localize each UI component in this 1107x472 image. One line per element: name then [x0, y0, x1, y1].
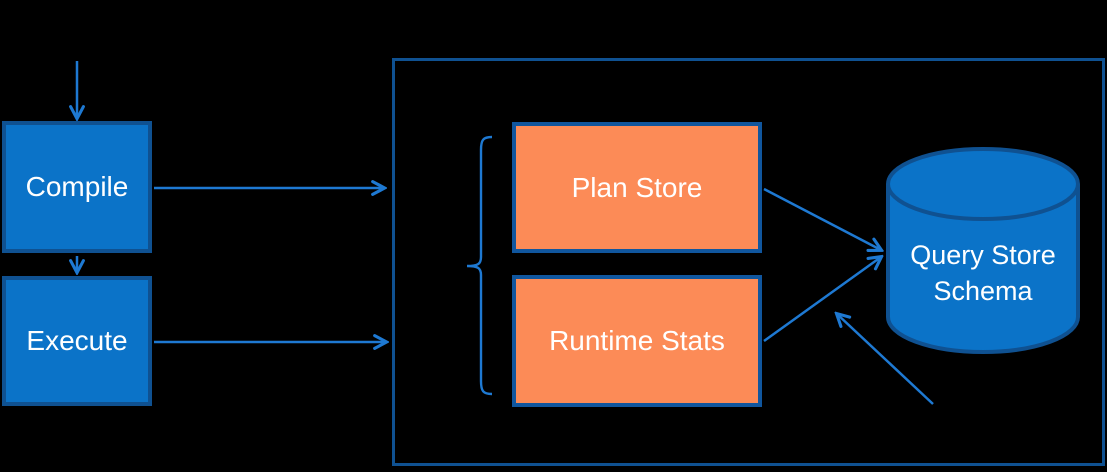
plan-store-label: Plan Store — [571, 171, 703, 203]
arrow-bottom-right-annotation — [837, 314, 934, 405]
runtime-stats-node: Runtime Stats — [512, 275, 762, 407]
arrow-runtime-stats-to-schema — [763, 257, 881, 343]
runtime-stats-label: Runtime Stats — [549, 325, 725, 356]
query-store-schema-label-line2: Schema — [933, 276, 1033, 306]
query-store-schema-label-line1: Query Store — [910, 240, 1056, 270]
execute-label: Execute — [26, 325, 128, 356]
query-store-container-box — [392, 58, 1105, 466]
execute-node: Execute — [2, 276, 152, 406]
cylinder-body — [886, 184, 1080, 354]
cylinder-top — [886, 147, 1080, 221]
compile-label: Compile — [25, 171, 129, 202]
database-cylinder — [886, 147, 1080, 354]
query-store-schema-label: Query Store Schema — [888, 232, 1078, 314]
compile-node: Compile — [2, 121, 152, 253]
left-brace-bracket — [466, 135, 493, 396]
arrow-plan-store-to-schema — [763, 187, 881, 250]
plan-store-node: Plan Store — [512, 122, 762, 253]
